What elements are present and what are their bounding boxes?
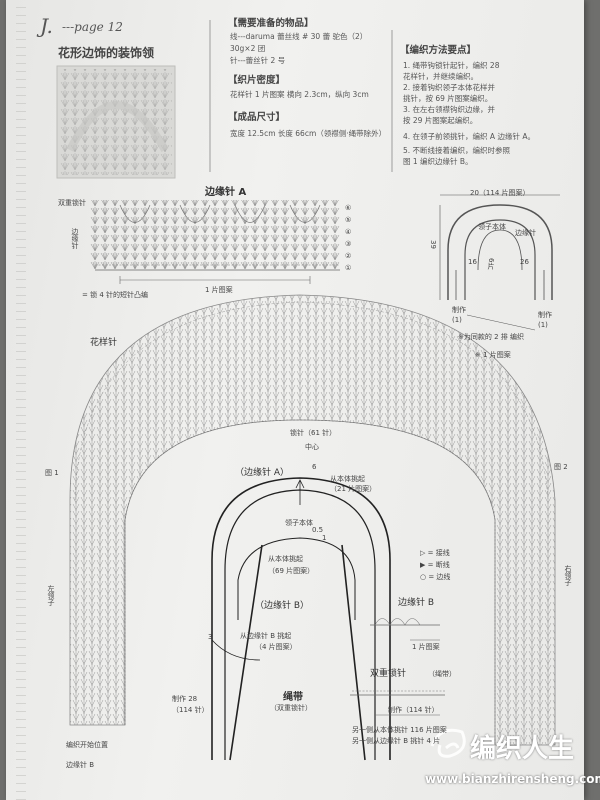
dim-1: 1 bbox=[322, 534, 327, 542]
dim-3: 3 bbox=[208, 633, 213, 641]
watermark-brand: 编织人生 bbox=[470, 734, 575, 764]
double-chain-chart bbox=[350, 690, 445, 716]
schematic-start-right: 制作 bbox=[538, 311, 552, 319]
method-heading: 【编织方法要点】 bbox=[400, 45, 477, 56]
double-chain-count: 制作（114 针） bbox=[388, 706, 439, 714]
schematic-left-unit: 6片 bbox=[487, 258, 495, 270]
figure-1-label: 图 1 bbox=[45, 469, 59, 477]
double-chain-note-2: 另一侧从边缘针 B 挑针 4 片 bbox=[352, 737, 441, 745]
method-step: 挑针，按 69 片图案编织。 bbox=[403, 94, 493, 103]
size-line-1: 宽度 12.5cm 长度 66cm（领襟侧·绳带除外） bbox=[230, 129, 387, 138]
schematic-body-label: 领子本体 bbox=[478, 223, 506, 231]
edge-a-inner-label: （边缘针 A） bbox=[235, 468, 290, 478]
pattern-stitch-label: 花样针 bbox=[90, 338, 118, 348]
edge-a-legend: = 锁 4 针的短针凸编 bbox=[82, 291, 148, 299]
row-marker: ② bbox=[345, 252, 352, 260]
method-step: 2. 接着钩织领子本体花样并 bbox=[403, 83, 496, 92]
chain-count-label: 锁针（61 针） bbox=[290, 429, 337, 437]
figure-2-label: 图 2 bbox=[554, 463, 568, 471]
page-initial: J. bbox=[40, 14, 53, 38]
row-marker: ⑤ bbox=[345, 216, 352, 224]
edge-a-title: 边缘针 A bbox=[205, 187, 247, 198]
left-collar-label: 左领子 bbox=[47, 585, 55, 606]
double-chain-title: 双重锁针 bbox=[370, 669, 407, 679]
double-chain-note-1: 另一侧从本体挑针 116 片图案 bbox=[352, 726, 447, 734]
method-step: 4. 在领子前领挑针，编织 A 边缘针 A。 bbox=[403, 132, 535, 141]
schematic-edge-label: 边缘针 bbox=[515, 229, 536, 237]
row-marker: ④ bbox=[345, 228, 352, 236]
dim-05: 0.5 bbox=[312, 526, 324, 534]
size-heading: 【成品尺寸】 bbox=[228, 112, 286, 123]
materials-line-1: 线---daruma 蕾丝线 # 30 蕾 驼色（2） bbox=[230, 32, 368, 41]
watermark-logo bbox=[430, 728, 466, 758]
center-label: 中心 bbox=[305, 443, 319, 451]
collar-schematic bbox=[439, 194, 560, 331]
cord-sub-label: （双重锁针） bbox=[270, 704, 312, 712]
inner-schematic bbox=[211, 477, 391, 761]
row-marker: ⑥ bbox=[345, 204, 352, 212]
schematic-start-left-num: (1) bbox=[452, 316, 462, 324]
main-collar-chart bbox=[69, 294, 556, 746]
edge-b-title: 边缘针 B bbox=[398, 598, 435, 608]
page-number: ---page 12 bbox=[62, 20, 123, 34]
from-body-count: （21 片图案） bbox=[330, 485, 377, 493]
page-binding-holes bbox=[16, 0, 26, 800]
materials-heading: 【需要准备的物品】 bbox=[228, 18, 314, 29]
watermark-url: www.bianzhirensheng.com bbox=[425, 772, 600, 786]
edge-a-repeat: 1 片图案 bbox=[205, 286, 233, 294]
make-count-label: （114 针） bbox=[172, 706, 209, 714]
bottom-left-label-1: 编织开始位置 bbox=[66, 741, 108, 749]
method-step: 3. 在左右领襟钩织边缘，并 bbox=[403, 105, 496, 114]
materials-line-3: 针---蕾丝针 2 号 bbox=[230, 56, 286, 65]
edge-a-side-label: 边缘针 bbox=[71, 228, 79, 249]
gauge-line-1: 花样针 1 片图案 横向 2.3cm，纵向 3cm bbox=[230, 90, 369, 99]
from-body2-label: 从本体挑起 bbox=[268, 555, 303, 563]
edge-b-inner-label: （边缘针 B） bbox=[255, 601, 310, 611]
make-28-label: 制作 28 bbox=[172, 695, 198, 703]
row-marker: ① bbox=[345, 264, 352, 272]
page-title: 花形边饰的装饰领 bbox=[58, 46, 155, 60]
from-body-label: 从本体挑起 bbox=[330, 475, 365, 483]
legend-add: ▷ = 接线 bbox=[420, 549, 450, 557]
schematic-note-1: ※为同款的 2 排 编织 bbox=[458, 333, 524, 341]
edge-b-repeat: 1 片图案 bbox=[412, 643, 440, 651]
dim-6: 6 bbox=[312, 463, 317, 471]
edge-a-chart bbox=[90, 200, 340, 284]
schematic-start-right-num: (1) bbox=[538, 321, 548, 329]
body-label: 领子本体 bbox=[285, 519, 313, 527]
method-step: 图 1 编织边缘针 B。 bbox=[403, 157, 473, 166]
schematic-top-width: 20（114 片图案） bbox=[470, 189, 530, 197]
schematic-right-num: 26 bbox=[520, 258, 529, 266]
method-step: 花样针，并继续编织。 bbox=[403, 72, 478, 81]
schematic-height: 39 bbox=[429, 240, 437, 249]
schematic-note-2: ※ 1 片图案 bbox=[475, 351, 511, 359]
from-body2-count: （69 片图案） bbox=[268, 567, 315, 575]
from-edge-count: （4 片图案） bbox=[255, 643, 297, 651]
row-marker: ③ bbox=[345, 240, 352, 248]
edge-a-left-label: 双重锁针 bbox=[58, 199, 86, 207]
cord-label: 绳带 bbox=[283, 692, 303, 703]
double-chain-sub: （绳带） bbox=[428, 670, 456, 678]
collar-photo bbox=[56, 65, 176, 179]
method-step: 1. 绳带钩锁针起针，编织 28 bbox=[403, 61, 500, 70]
from-edge-label: 从边缘针 B 挑起 bbox=[240, 632, 292, 640]
materials-line-2: 30g×2 团 bbox=[230, 44, 266, 53]
method-step: 按 29 片图案起编织。 bbox=[403, 116, 478, 125]
legend-join: ○ = 边线 bbox=[420, 573, 451, 581]
method-step: 5. 不断线接着编织，编织时参照 bbox=[403, 146, 511, 155]
right-collar-label: 右领子 bbox=[564, 565, 572, 586]
schematic-start-left: 制作 bbox=[452, 306, 466, 314]
edge-b-chart bbox=[370, 618, 440, 641]
bottom-left-label-2: 边缘针 B bbox=[66, 761, 95, 769]
gauge-heading: 【织片密度】 bbox=[228, 75, 286, 86]
schematic-left-num: 16 bbox=[468, 258, 477, 266]
legend-cut: ▶ = 断线 bbox=[420, 561, 450, 569]
